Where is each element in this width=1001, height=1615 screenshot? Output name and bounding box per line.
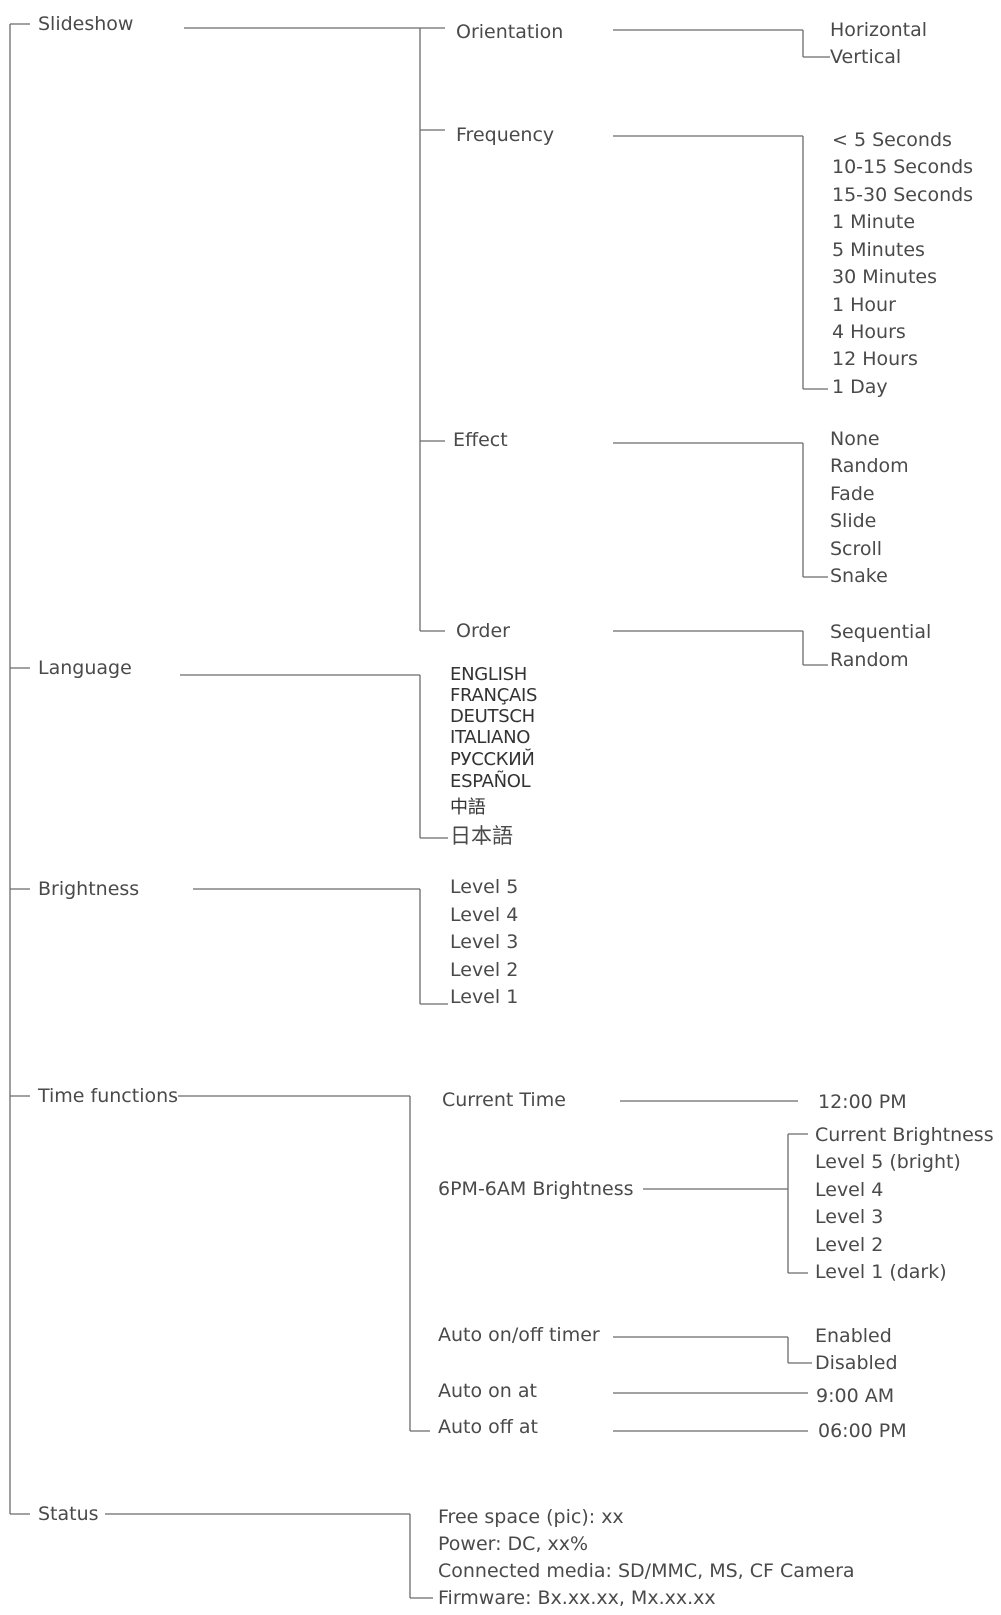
option-frequency: 10-15 Seconds — [832, 156, 974, 178]
submenu-frequency: Frequency — [456, 124, 555, 146]
option-brightness: Level 4 — [450, 904, 519, 926]
menu-time-functions: Time functions — [38, 1085, 179, 1107]
submenu-auto-on: Auto on at — [438, 1380, 537, 1402]
option-night-brightness: Level 5 (bright) — [815, 1151, 961, 1173]
submenu-effect: Effect — [453, 429, 508, 451]
menu-language: Language — [38, 657, 132, 679]
status-connected-media: Connected media: SD/MMC, MS, CF Camera — [438, 1560, 855, 1582]
option-brightness: Level 5 — [450, 876, 519, 898]
option-night-brightness: Level 3 — [815, 1206, 884, 1228]
submenu-orientation: Orientation — [456, 21, 564, 43]
option-frequency: 30 Minutes — [832, 266, 938, 288]
option-frequency: 1 Minute — [832, 211, 916, 233]
option-language: ITALIANO — [450, 727, 531, 748]
option-brightness: Level 3 — [450, 931, 519, 953]
option-language: FRANÇAIS — [450, 685, 538, 706]
option-orientation: Vertical — [830, 46, 902, 68]
option-brightness: Level 1 — [450, 986, 519, 1008]
option-effect: Slide — [830, 510, 877, 532]
option-frequency: 5 Minutes — [832, 239, 925, 261]
option-frequency: 15-30 Seconds — [832, 184, 974, 206]
option-night-brightness: Level 4 — [815, 1179, 884, 1201]
option-auto-timer: Enabled — [815, 1325, 892, 1347]
option-order: Random — [830, 649, 909, 671]
menu-slideshow: Slideshow — [38, 13, 134, 35]
value-auto-on: 9:00 AM — [816, 1385, 895, 1407]
option-effect: Fade — [830, 483, 875, 505]
option-language: DEUTSCH — [450, 706, 535, 727]
option-effect: Snake — [830, 565, 888, 587]
option-brightness: Level 2 — [450, 959, 519, 981]
status-power: Power: DC, xx% — [438, 1533, 589, 1555]
option-order: Sequential — [830, 621, 932, 643]
status-firmware: Firmware: Bx.xx.xx, Mx.xx.xx — [438, 1587, 716, 1609]
option-night-brightness: Level 2 — [815, 1234, 884, 1256]
option-frequency: 4 Hours — [832, 321, 906, 343]
option-language: 日本語 — [450, 824, 513, 848]
submenu-auto-timer: Auto on/off timer — [438, 1324, 600, 1346]
option-effect: None — [830, 428, 880, 450]
option-language: РУССКИЙ — [450, 749, 535, 770]
option-effect: Scroll — [830, 538, 883, 560]
option-language: 中語 — [450, 797, 486, 818]
option-language: ENGLISH — [450, 664, 527, 685]
submenu-order: Order — [456, 620, 510, 642]
value-auto-off: 06:00 PM — [818, 1420, 907, 1442]
option-orientation: Horizontal — [830, 19, 928, 41]
option-language: ESPAÑOL — [450, 771, 531, 792]
submenu-auto-off: Auto off at — [438, 1416, 539, 1438]
status-free-space: Free space (pic): xx — [438, 1506, 624, 1528]
option-frequency: 1 Hour — [832, 294, 896, 316]
submenu-current-time: Current Time — [442, 1089, 566, 1111]
option-frequency: < 5 Seconds — [832, 129, 952, 151]
menu-status: Status — [38, 1503, 99, 1525]
option-effect: Random — [830, 455, 909, 477]
submenu-night-brightness: 6PM-6AM Brightness — [438, 1178, 634, 1200]
option-frequency: 12 Hours — [832, 348, 918, 370]
menu-brightness: Brightness — [38, 878, 140, 900]
option-night-brightness: Level 1 (dark) — [815, 1261, 947, 1283]
option-night-brightness: Current Brightness — [815, 1124, 994, 1146]
value-current-time: 12:00 PM — [818, 1091, 907, 1113]
option-auto-timer: Disabled — [815, 1352, 898, 1374]
option-frequency: 1 Day — [832, 376, 888, 398]
